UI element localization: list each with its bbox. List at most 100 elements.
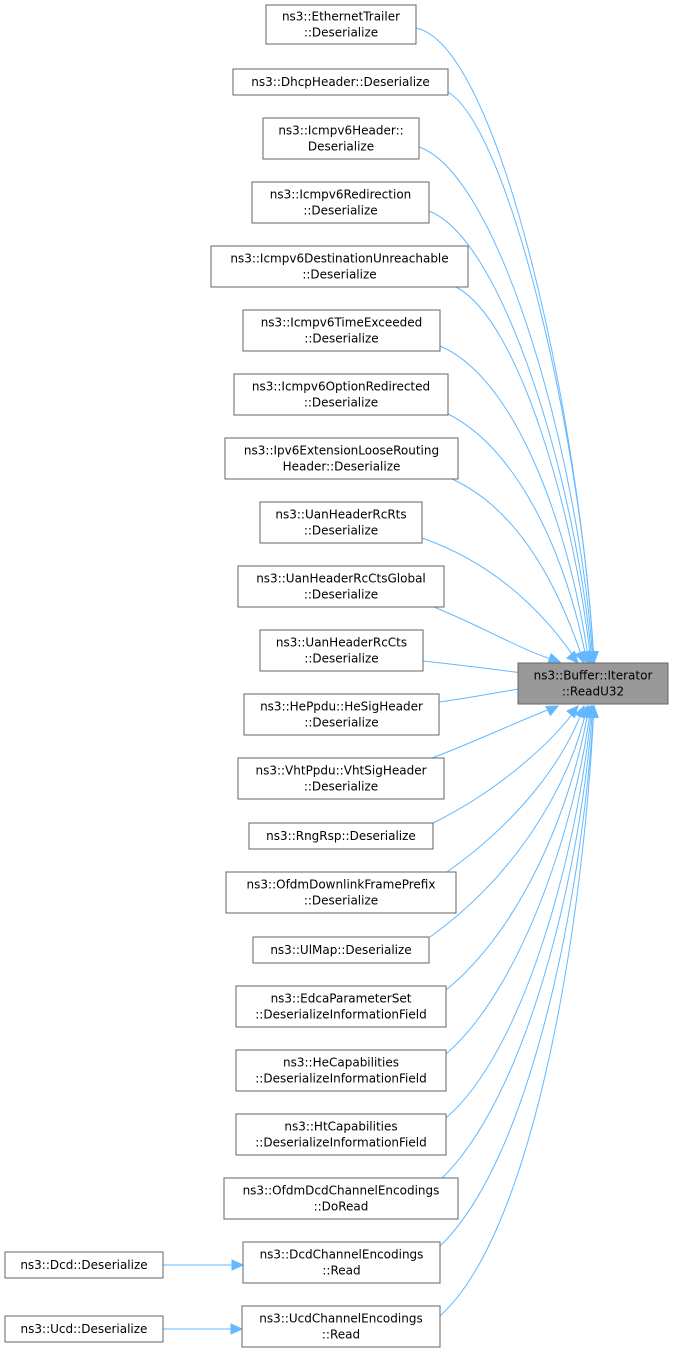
edge-line — [445, 705, 592, 1055]
node-ns3-ucd-deserialize[interactable]: ns3::Ucd::Deserialize — [4, 1315, 164, 1343]
node-label: ::Deserialize — [304, 588, 378, 602]
node-label: ns3::UcdChannelEncodings — [259, 1312, 422, 1326]
edge-n20-to-target — [439, 704, 599, 1247]
node-label: ::Deserialize — [304, 26, 378, 40]
node-label: ::Read — [322, 1264, 360, 1278]
node-box — [241, 1305, 441, 1348]
node-label: Deserialize — [308, 140, 374, 154]
node-label: ns3::OfdmDownlinkFramePrefix — [247, 878, 436, 892]
node-ns3-icmpv6destinationunreachable-deserialize[interactable]: ns3::Icmpv6DestinationUnreachable::Deser… — [210, 245, 469, 288]
node-ns3-edcaparameterset-deserializeinformationfield[interactable]: ns3::EdcaParameterSet::DeserializeInform… — [235, 985, 447, 1028]
node-label: ::Deserialize — [304, 716, 378, 730]
node-label: Header::Deserialize — [283, 460, 401, 474]
node-label: ns3::DhcpHeader::Deserialize — [251, 75, 429, 89]
edge-line — [445, 705, 590, 991]
node-label: ns3::Icmpv6TimeExceeded — [261, 316, 423, 330]
edge-line — [455, 286, 592, 664]
node-label: ::Deserialize — [303, 204, 377, 218]
edge-arrowhead — [587, 704, 599, 718]
node-ns3-ofdmdownlinkframeprefix-deserialize[interactable]: ns3::OfdmDownlinkFramePrefix::Deserializ… — [225, 871, 457, 914]
edges — [163, 27, 599, 1335]
node-box — [4, 1251, 164, 1279]
edge-line — [451, 478, 585, 664]
edge-n5-to-target — [439, 345, 593, 665]
node-ns3-ucdchannelencodings-read[interactable]: ns3::UcdChannelEncodings::Read — [241, 1305, 441, 1348]
node-box — [265, 4, 417, 45]
node-ns3-heppdu-hesigheader-deserialize[interactable]: ns3::HePpdu::HeSigHeader::Deserialize — [243, 693, 440, 736]
edge-n23-to-n21 — [163, 1323, 244, 1335]
node-ns3-uanheaderrcrts-deserialize[interactable]: ns3::UanHeaderRcRts::Deserialize — [259, 501, 423, 544]
node-ns3-uanheaderrcctsglobal-deserialize[interactable]: ns3::UanHeaderRcCtsGlobal::Deserialize — [237, 565, 445, 608]
node-ns3-dhcpheader-deserialize[interactable]: ns3::DhcpHeader::Deserialize — [232, 68, 449, 96]
edge-n7-to-target — [451, 478, 586, 665]
node-ns3-icmpv6timeexceeded-deserialize[interactable]: ns3::Icmpv6TimeExceeded::Deserialize — [242, 309, 441, 352]
node-box — [517, 662, 669, 705]
node-ns3-ofdmdcdchannelencodings-doread[interactable]: ns3::OfdmDcdChannelEncodings::DoRead — [223, 1177, 459, 1220]
edge-arrowhead — [231, 1259, 245, 1271]
focus-node[interactable]: ns3::Buffer::Iterator::ReadU32 — [517, 662, 669, 705]
node-label: ns3::DcdChannelEncodings — [260, 1248, 424, 1262]
edge-line — [445, 705, 593, 1119]
node-box — [237, 565, 445, 608]
node-label: ::Deserialize — [304, 652, 378, 666]
node-label: ns3::HtCapabilities — [284, 1120, 397, 1134]
node-box — [237, 757, 445, 800]
edge-line — [439, 705, 595, 1317]
node-ns3-ipv6extensionlooseroutingheader-deserialize[interactable]: ns3::Ipv6ExtensionLooseRoutingHeader::De… — [224, 437, 459, 480]
edge-n18-to-target — [445, 704, 597, 1119]
node-label: ns3::Dcd::Deserialize — [20, 1258, 147, 1272]
node-box — [242, 309, 441, 352]
node-box — [224, 437, 459, 480]
node-box — [252, 936, 430, 964]
node-ns3-vhtppdu-vhtsigheader-deserialize[interactable]: ns3::VhtPpdu::VhtSigHeader::Deserialize — [237, 757, 445, 800]
edge-line — [418, 146, 594, 664]
edge-n21-to-target — [439, 704, 599, 1317]
node-label: ns3::Buffer::Iterator — [534, 669, 653, 683]
node-box — [235, 1113, 447, 1156]
node-ns3-ulmap-deserialize[interactable]: ns3::UlMap::Deserialize — [252, 936, 430, 964]
edge-line — [432, 705, 579, 824]
edge-line — [446, 705, 585, 873]
node-ns3-rngrsp-deserialize[interactable]: ns3::RngRsp::Deserialize — [248, 822, 434, 850]
node-ns3-dcd-deserialize[interactable]: ns3::Dcd::Deserialize — [4, 1251, 164, 1279]
node-label: ns3::RngRsp::Deserialize — [266, 829, 416, 843]
node-label: ::Read — [322, 1328, 360, 1342]
node-label: ::ReadU32 — [562, 685, 624, 699]
node-label: ::Deserialize — [304, 332, 378, 346]
node-label: ns3::UlMap::Deserialize — [270, 943, 411, 957]
node-ns3-uanheaderrccts-deserialize[interactable]: ns3::UanHeaderRcCts::Deserialize — [259, 629, 424, 672]
edge-n1-to-target — [447, 91, 599, 665]
node-ns3-ethernettrailer-deserialize[interactable]: ns3::EthernetTrailer::Deserialize — [265, 4, 417, 45]
node-label: ns3::EdcaParameterSet — [271, 992, 412, 1006]
node-label: ::DeserializeInformationField — [255, 1072, 426, 1086]
node-label: ::Deserialize — [304, 780, 378, 794]
edge-n22-to-n20 — [163, 1259, 245, 1271]
node-ns3-htcapabilities-deserializeinformationfield[interactable]: ns3::HtCapabilities::DeserializeInformat… — [235, 1113, 447, 1156]
edge-arrowhead — [574, 650, 586, 665]
node-ns3-icmpv6redirection-deserialize[interactable]: ns3::Icmpv6Redirection::Deserialize — [251, 181, 430, 224]
nodes: ns3::EthernetTrailer::Deserializens3::Dh… — [4, 4, 669, 1348]
node-label: ns3::HeCapabilities — [283, 1056, 399, 1070]
edge-line — [422, 660, 531, 675]
edge-line — [438, 686, 531, 703]
edge-line — [439, 705, 594, 1181]
node-label: ns3::Icmpv6DestinationUnreachable — [230, 252, 448, 266]
node-label: ns3::Icmpv6Header:: — [278, 124, 403, 138]
node-ns3-icmpv6header-deserialize[interactable]: ns3::Icmpv6Header::Deserialize — [262, 117, 420, 160]
edge-line — [433, 606, 561, 663]
node-label: ::Deserialize — [304, 396, 378, 410]
node-ns3-dcdchannelencodings-read[interactable]: ns3::DcdChannelEncodings::Read — [242, 1241, 441, 1284]
node-label: ns3::HePpdu::HeSigHeader — [260, 700, 423, 714]
node-box — [232, 68, 449, 96]
node-box — [262, 117, 420, 160]
edge-n6-to-target — [447, 413, 590, 665]
edge-n11-to-target — [438, 683, 532, 703]
node-label: ns3::Icmpv6OptionRedirected — [252, 380, 430, 394]
node-ns3-icmpv6optionredirected-deserialize[interactable]: ns3::Icmpv6OptionRedirected::Deserialize — [233, 373, 449, 416]
node-ns3-hecapabilities-deserializeinformationfield[interactable]: ns3::HeCapabilities::DeserializeInformat… — [235, 1049, 447, 1092]
node-box — [210, 245, 469, 288]
edge-n10-to-target — [422, 660, 532, 678]
edge-line — [439, 345, 590, 664]
node-label: ns3::OfdmDcdChannelEncodings — [243, 1184, 440, 1198]
